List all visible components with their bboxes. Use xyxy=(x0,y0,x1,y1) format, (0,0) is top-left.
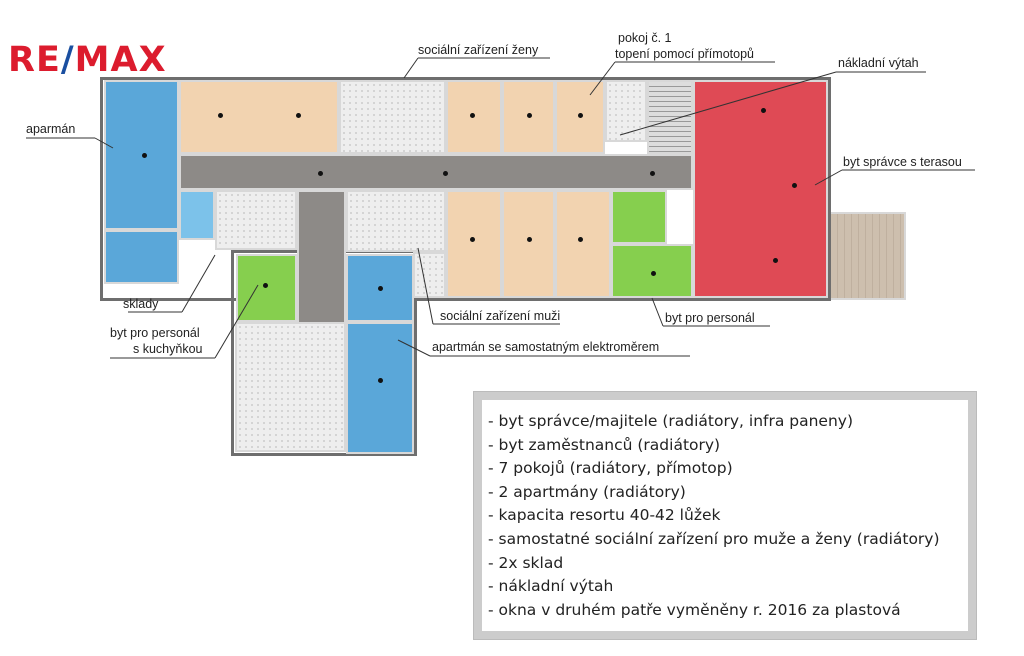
room-staff-1 xyxy=(611,190,667,244)
room-manager-flat xyxy=(693,80,828,298)
label-staff-kitchen: byt pro personál xyxy=(110,326,200,340)
logo-part: MAX xyxy=(74,40,167,80)
room-small-blue xyxy=(179,190,215,240)
feature-item: - 2 apartmány (radiátory) xyxy=(488,482,686,501)
label-staff-flat: byt pro personál xyxy=(665,311,755,325)
room-wc-men-2 xyxy=(413,252,446,298)
radiator-dot xyxy=(470,113,475,118)
room-small xyxy=(605,80,647,142)
remax-logo: RE/MAX xyxy=(8,40,167,80)
room-storage xyxy=(215,190,297,250)
feature-item: - byt správce/majitele (radiátory, infra… xyxy=(488,412,854,430)
radiator-dot xyxy=(527,237,532,242)
radiator-dot xyxy=(792,183,797,188)
label-room-1-heating: topení pomocí přímotopů xyxy=(615,47,754,61)
radiator-dot xyxy=(263,283,268,288)
feature-item: - nákladní výtah xyxy=(488,577,614,596)
radiator-dot xyxy=(296,113,301,118)
radiator-dot xyxy=(318,171,323,176)
radiator-dot xyxy=(142,153,147,158)
room-wc-women xyxy=(339,80,446,154)
label-staff-kitchen-2: s kuchyňkou xyxy=(133,342,203,356)
radiator-dot xyxy=(761,108,766,113)
room-apartment xyxy=(104,80,179,230)
terrace xyxy=(828,212,906,300)
room xyxy=(446,190,502,298)
feature-item: - byt zaměstnanců (radiátory) xyxy=(488,435,721,454)
radiator-dot xyxy=(773,258,778,263)
radiator-dot xyxy=(470,237,475,242)
room-apartment-meter-2 xyxy=(346,322,414,454)
radiator-dot xyxy=(527,113,532,118)
label-elevator: nákladní výtah xyxy=(838,56,919,70)
logo-part: RE xyxy=(8,40,61,80)
room-wc-men xyxy=(346,190,446,252)
features-box: - byt správce/majitele (radiátory, infra… xyxy=(473,391,977,640)
room-kitchen xyxy=(235,322,346,452)
radiator-dot xyxy=(378,286,383,291)
corridor xyxy=(179,154,693,190)
radiator-dot xyxy=(378,378,383,383)
feature-item: - 7 pokojů (radiátory, přímotop) xyxy=(488,459,733,478)
feature-item: - okna v druhém patře vyměněny r. 2016 z… xyxy=(488,600,901,619)
radiator-dot xyxy=(443,171,448,176)
room-large xyxy=(179,80,339,154)
label-storage: sklady xyxy=(123,297,159,311)
radiator-dot xyxy=(578,113,583,118)
logo-slash: / xyxy=(60,40,75,80)
feature-item: - 2x sklad xyxy=(488,553,564,572)
radiator-dot xyxy=(218,113,223,118)
label-apartment: aparmán xyxy=(26,122,76,136)
stairs-elevator xyxy=(647,80,693,154)
label-wc-women: sociální zařízení ženy xyxy=(418,43,539,57)
label-room-1: pokoj č. 1 xyxy=(618,31,672,45)
room xyxy=(502,190,555,298)
building-outline xyxy=(100,77,831,301)
radiator-dot xyxy=(650,171,655,176)
room-apartment-2 xyxy=(104,230,179,284)
radiator-dot xyxy=(651,271,656,276)
feature-item: - kapacita resortu 40-42 lůžek xyxy=(488,506,721,525)
room-apartment-meter xyxy=(346,254,414,322)
feature-item: - samostatné sociální zařízení pro muže … xyxy=(488,529,940,548)
label-wc-men: sociální zařízení muži xyxy=(440,309,561,323)
room xyxy=(555,190,611,298)
label-apartment-meter: apartmán se samostatným elektroměrem xyxy=(432,340,660,354)
radiator-dot xyxy=(578,237,583,242)
label-manager-flat: byt správce s terasou xyxy=(843,155,962,169)
room-staff-kitchen xyxy=(236,254,297,322)
